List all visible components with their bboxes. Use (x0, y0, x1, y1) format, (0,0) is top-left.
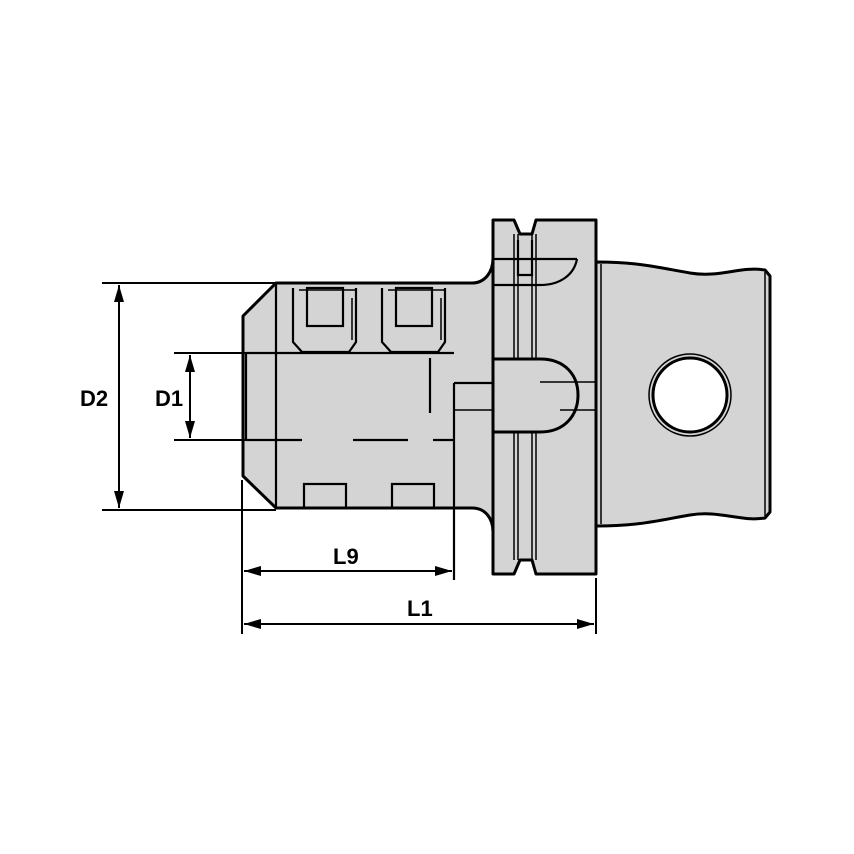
label-l9: L9 (333, 544, 359, 569)
front-body (241, 256, 495, 580)
screw-4 (390, 482, 436, 510)
flange (491, 218, 598, 576)
label-d1: D1 (155, 386, 183, 411)
dimension-l9: L9 (241, 480, 452, 634)
dimension-d1: D1 (155, 352, 246, 441)
label-l1: L1 (407, 596, 433, 621)
label-d2: D2 (80, 386, 108, 411)
shank-body (594, 260, 772, 528)
screw-3 (302, 482, 348, 510)
cross-hole (651, 356, 729, 434)
dimension-l1: L1 (244, 578, 597, 634)
dimension-d2: D2 (80, 282, 276, 511)
